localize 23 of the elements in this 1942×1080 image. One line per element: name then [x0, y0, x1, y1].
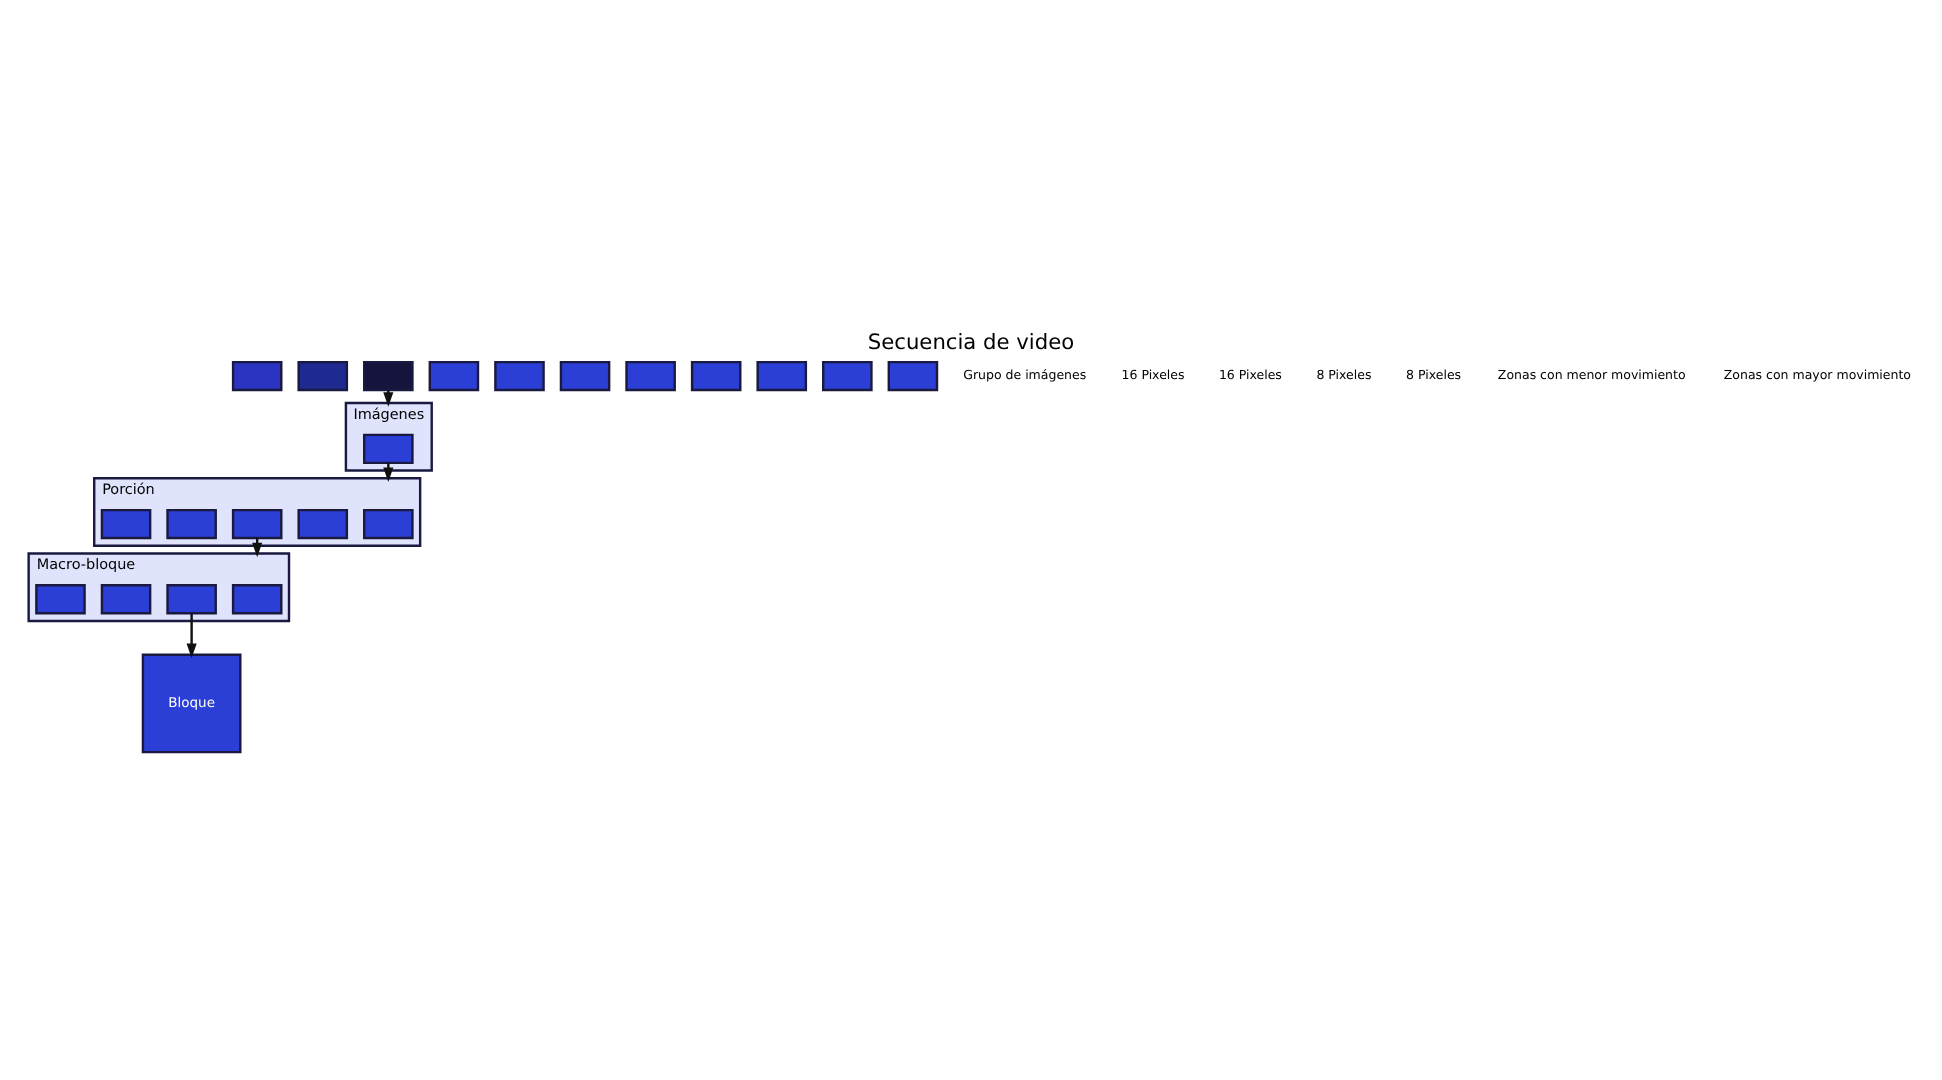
node-box: [100, 584, 152, 615]
node-box: [822, 360, 873, 392]
arrow: [186, 613, 197, 659]
node-box: [166, 508, 217, 540]
arrow: [383, 462, 394, 482]
node-box: [166, 584, 217, 615]
node-box: [231, 584, 283, 615]
node-box: [363, 433, 414, 465]
node-box: [559, 360, 611, 392]
node-box: [297, 508, 349, 540]
node-box: [428, 360, 480, 392]
node-box: [756, 360, 808, 392]
node-box: [297, 360, 349, 392]
node-box: [231, 360, 283, 392]
node-box: [100, 508, 152, 540]
diagram-title: Secuencia de video: [867, 330, 1075, 355]
node-box: [625, 360, 676, 392]
node-box: [363, 508, 414, 540]
node-box: [35, 584, 86, 615]
node-box: [887, 360, 939, 392]
node-box: [494, 360, 545, 392]
node-box: [231, 508, 283, 540]
node-box: [690, 360, 742, 392]
